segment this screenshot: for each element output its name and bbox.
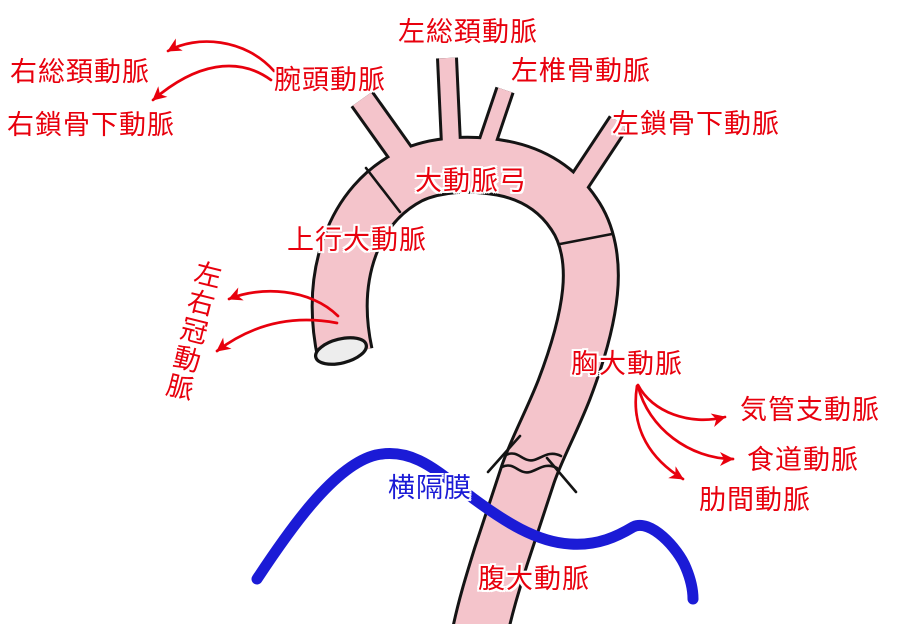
label-thoracic-aorta: 胸大動脈 xyxy=(571,349,683,379)
label-intercostal-artery: 肋間動脈 xyxy=(699,485,811,515)
label-brachiocephalic-artery: 腕頭動脈 xyxy=(274,65,386,95)
diaphragm-line xyxy=(251,448,699,605)
vessel-break-mark xyxy=(486,434,578,494)
label-left-common-carotid-artery: 左総頚動脈 xyxy=(398,17,538,47)
break-wave-top xyxy=(504,452,563,462)
arrow-to-right-subclavian xyxy=(151,64,273,102)
arrow-to-right-common-carotid xyxy=(166,38,276,73)
arrow-to-bronchial xyxy=(636,383,727,428)
aorta-vessel xyxy=(313,138,617,624)
label-abdominal-aorta: 腹大動脈 xyxy=(478,564,590,594)
label-left-subclavian-artery: 左鎖骨下動脈 xyxy=(612,109,780,139)
label-esophageal-artery: 食道動脈 xyxy=(747,445,859,475)
label-right-subclavian-artery: 右鎖骨下動脈 xyxy=(7,110,175,140)
break-slash-right xyxy=(545,456,578,494)
label-diaphragm: 横隔膜 xyxy=(388,473,472,503)
break-slash-left xyxy=(486,434,522,474)
annotation-arrows xyxy=(151,38,735,481)
label-bronchial-artery: 気管支動脈 xyxy=(740,395,880,425)
break-wave-bottom xyxy=(500,464,559,474)
left-carotid-branch xyxy=(439,57,460,167)
label-left-vertebral-artery: 左椎骨動脈 xyxy=(511,56,651,86)
arrow-to-coronary-upper xyxy=(227,287,340,318)
arrow-to-esophageal xyxy=(636,384,735,466)
vessel-fills xyxy=(313,57,627,624)
ascending-arch-divider-line xyxy=(364,166,402,214)
arrow-to-coronary-lower xyxy=(215,318,339,353)
left-subclavian-branch xyxy=(566,117,627,195)
brachiocephalic-branch xyxy=(353,92,423,179)
label-ascending-aorta: 上行大動脈 xyxy=(287,225,427,255)
label-right-common-carotid-artery: 右総頚動脈 xyxy=(10,57,150,87)
aorta-opening-ellipse xyxy=(314,336,368,366)
arch-descending-divider-line xyxy=(558,232,614,246)
arrow-to-intercostal xyxy=(634,384,685,481)
left-vertebral-branch xyxy=(473,87,512,167)
label-aortic-arch: 大動脈弓 xyxy=(415,166,527,196)
